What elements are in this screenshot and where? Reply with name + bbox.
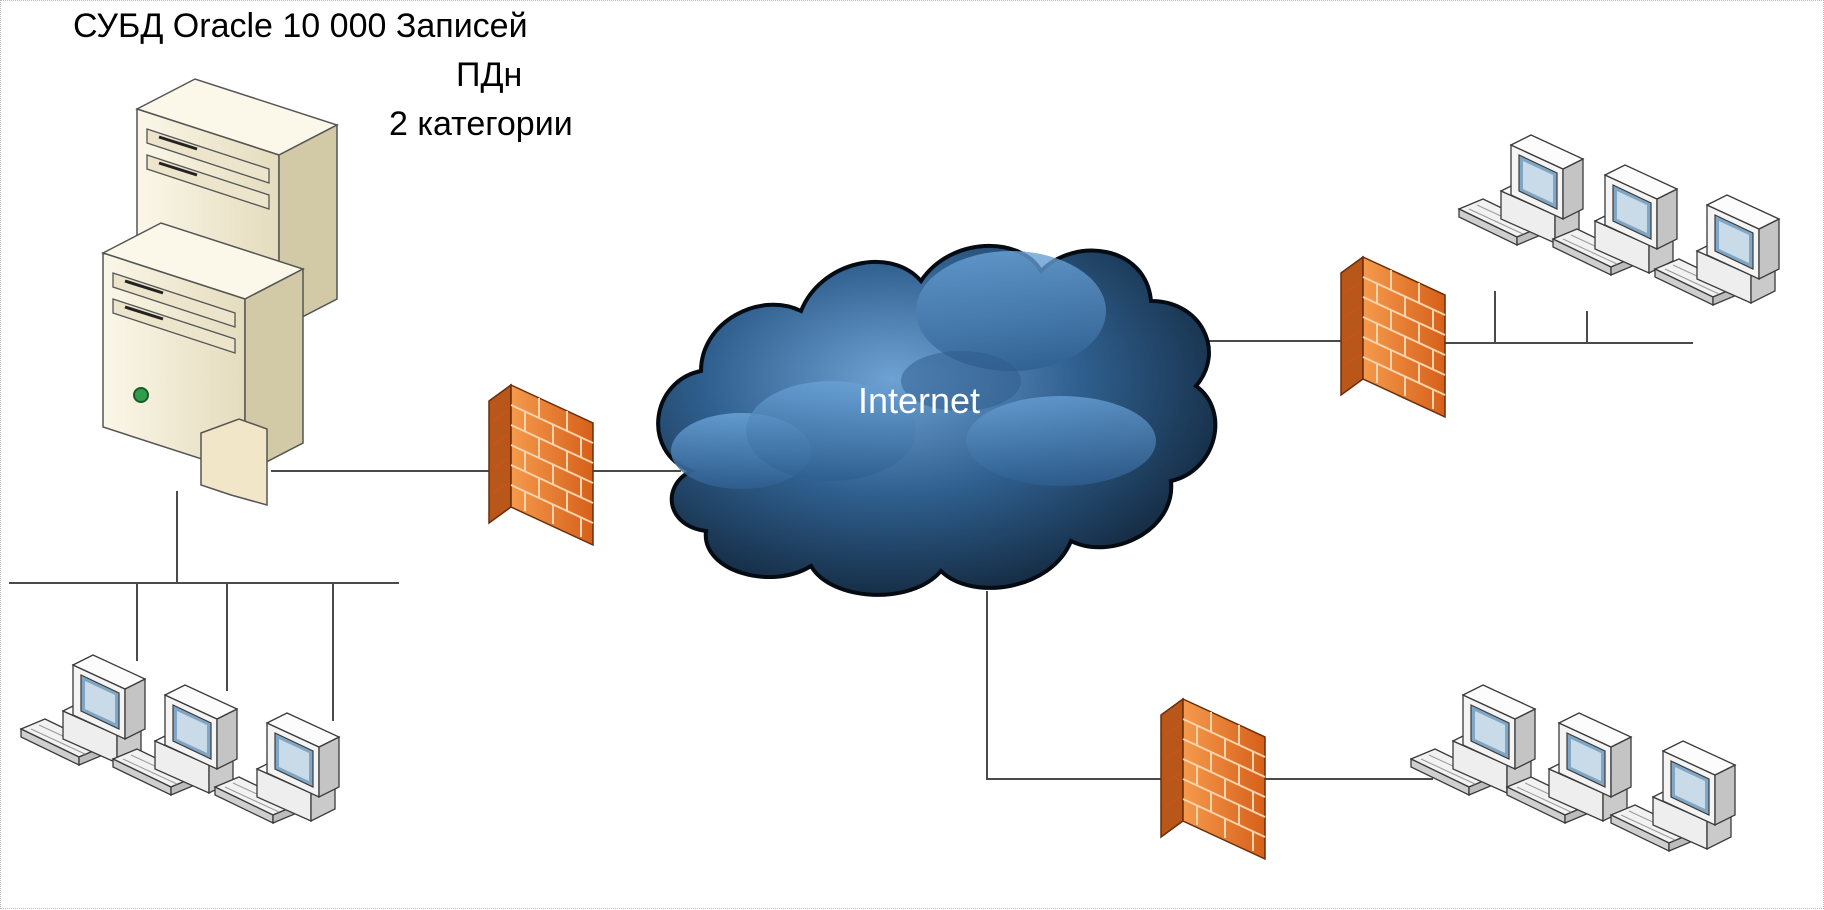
workstation-icon	[20, 654, 146, 766]
workstation-group-left	[20, 654, 340, 824]
internet-cloud-icon: Internet	[656, 243, 1218, 597]
firewall-icon	[488, 384, 594, 546]
db-caption-line3: 2 категории	[389, 105, 573, 143]
firewall-icon	[1340, 256, 1446, 418]
workstation-group-top-right	[1458, 134, 1780, 306]
link-cloud-firewall-bottom	[986, 591, 1169, 780]
db-caption-line2: ПДн	[456, 56, 523, 94]
network-links	[9, 291, 1693, 780]
db-caption-line1: СУБД Oracle 10 000 Записей	[73, 7, 528, 45]
cloud-label: Internet	[858, 380, 980, 421]
firewall-icon	[1160, 698, 1266, 860]
database-server-icon	[101, 77, 339, 506]
workstation-icon	[1458, 134, 1584, 246]
workstation-group-bottom-right	[1410, 684, 1736, 852]
